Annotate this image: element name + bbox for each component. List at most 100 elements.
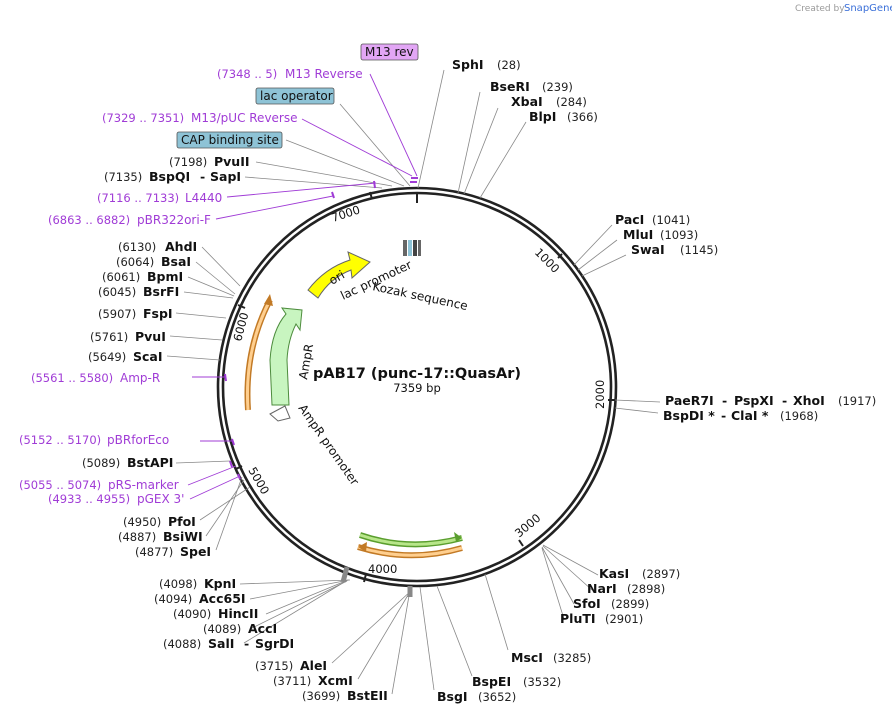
- feature-lac-promoter[interactable]: [403, 240, 407, 256]
- primer-pbrforeco[interactable]: pBRforEco: [107, 433, 169, 447]
- enzyme-pos-pvuii: (7198): [169, 155, 207, 169]
- enzyme-spei[interactable]: SpeI: [180, 544, 211, 559]
- feature-lac-operator-mark[interactable]: [408, 240, 412, 256]
- enzyme-sali[interactable]: SalI: [208, 636, 234, 651]
- enzyme-pos-msci: (3285): [553, 651, 591, 665]
- enzyme-bsgi[interactable]: BsgI: [437, 689, 468, 704]
- tick-label-2000: 2000: [593, 380, 607, 409]
- enzyme-bstapi[interactable]: BstAPI: [127, 455, 173, 470]
- primer-l4440[interactable]: L4440: [185, 191, 222, 205]
- primer-range-pgex3: (4933 .. 4955): [48, 492, 130, 506]
- enzyme-bsteii[interactable]: BstEII: [347, 688, 388, 703]
- enzyme-xhoi[interactable]: XhoI: [793, 393, 825, 408]
- enzyme-kasi[interactable]: KasI: [599, 566, 629, 581]
- box-m13-rev[interactable]: M13 rev: [360, 43, 419, 61]
- enzyme-pvui[interactable]: PvuI: [135, 329, 166, 344]
- enzyme-acc65i[interactable]: Acc65I: [199, 591, 246, 606]
- enzyme-pluti[interactable]: PluTI: [560, 611, 596, 626]
- enzyme-bseri[interactable]: BseRI: [490, 79, 530, 94]
- enzyme-sep-bspqi: -: [200, 169, 205, 184]
- primer-m13-puc-reverse[interactable]: M13/pUC Reverse: [191, 111, 298, 125]
- enzyme-scai[interactable]: ScaI: [133, 349, 163, 364]
- enzyme-blpi[interactable]: BlpI: [529, 109, 556, 124]
- enzyme-pos-paci: (1041): [652, 213, 690, 227]
- enzyme-paer7i[interactable]: PaeR7I: [665, 393, 714, 408]
- enzyme-acci[interactable]: AccI: [248, 621, 277, 636]
- enzyme-bspqi[interactable]: BspQI: [149, 169, 190, 184]
- enzyme-swai[interactable]: SwaI: [631, 242, 665, 257]
- tick-label-6000: 6000: [230, 311, 251, 343]
- tick-label-4000: 4000: [368, 562, 397, 576]
- feature-label-ampr: AmpR: [296, 343, 316, 381]
- enzyme-pos-clai: (1968): [780, 409, 818, 423]
- tick-marks: [235, 191, 616, 583]
- enzyme-pos-bsiwi: (4887): [118, 530, 156, 544]
- primer-m13-reverse[interactable]: M13 Reverse: [285, 67, 363, 81]
- enzyme-bsrfi[interactable]: BsrFI: [143, 284, 179, 299]
- feature-ampr[interactable]: [269, 307, 303, 406]
- feature-arrow-head-green: [454, 532, 462, 542]
- enzyme-sep-bspdi: -: [721, 408, 726, 423]
- enzyme-msci[interactable]: MscI: [511, 650, 543, 665]
- enzyme-pos-kpni: (4098): [159, 577, 197, 591]
- enzyme-pos-bpmi: (6061): [102, 270, 140, 284]
- primer-pgex3[interactable]: pGEX 3': [137, 492, 184, 506]
- enzyme-pfoi[interactable]: PfoI: [168, 514, 196, 529]
- enzyme-paci[interactable]: PacI: [615, 212, 644, 227]
- feature-ori[interactable]: [307, 251, 371, 299]
- enzyme-kpni[interactable]: KpnI: [204, 576, 236, 591]
- enzyme-nari[interactable]: NarI: [587, 581, 617, 596]
- watermark-brand: SnapGene: [844, 3, 892, 14]
- enzyme-pos-bspei: (3532): [523, 675, 561, 689]
- enzyme-leader-lines: [166, 69, 661, 695]
- primer-prs-marker[interactable]: pRS-marker: [108, 478, 179, 492]
- enzyme-sfoi[interactable]: SfoI: [573, 596, 601, 611]
- feature-arc-orange-left-inner: [246, 299, 272, 411]
- enzyme-pvuii[interactable]: PvuII: [214, 154, 250, 169]
- box-lac-operator[interactable]: lac operator: [255, 87, 335, 105]
- feature-kozak[interactable]: [413, 240, 417, 256]
- enzyme-pos-xbai: (284): [556, 95, 587, 109]
- enzyme-pos-blpi: (366): [567, 110, 598, 124]
- box-cap-binding-site[interactable]: CAP binding site: [176, 131, 283, 149]
- enzyme-sapi[interactable]: SapI: [210, 169, 241, 184]
- feature-arc-orange-bottom-inner: [357, 545, 463, 557]
- enzyme-xcmi[interactable]: XcmI: [318, 673, 353, 688]
- feature-label-ori: ori: [327, 268, 348, 288]
- enzyme-clai[interactable]: ClaI *: [731, 408, 769, 423]
- enzyme-pos-spei: (4877): [135, 545, 173, 559]
- enzyme-sep-pspxi: -: [782, 393, 787, 408]
- enzyme-hincii[interactable]: HincII: [218, 606, 258, 621]
- enzyme-pos-bseri: (239): [542, 80, 573, 94]
- enzyme-sgrdi[interactable]: SgrDI: [255, 636, 294, 651]
- tick-label-3000: 3000: [512, 511, 543, 541]
- enzyme-pos-alei: (3715): [255, 659, 293, 673]
- enzyme-ahdi[interactable]: AhdI: [165, 239, 197, 254]
- enzyme-mlui[interactable]: MluI: [623, 227, 653, 242]
- feature-cds-start[interactable]: [418, 240, 421, 256]
- primer-amp-r[interactable]: Amp-R: [120, 371, 160, 385]
- primer-pbr322ori-f[interactable]: pBR322ori-F: [137, 213, 211, 227]
- enzyme-bpmi[interactable]: BpmI: [147, 269, 183, 284]
- enzyme-pos-bspqi: (7135): [104, 170, 142, 184]
- enzyme-pos-sfoi: (2899): [611, 597, 649, 611]
- enzyme-xbai[interactable]: XbaI: [511, 94, 543, 109]
- enzyme-sep-paer7i: -: [722, 393, 727, 408]
- enzyme-bsai[interactable]: BsaI: [161, 254, 191, 269]
- enzyme-pos-xhoi: (1917): [838, 394, 876, 408]
- enzyme-fspi[interactable]: FspI: [143, 306, 173, 321]
- enzyme-pos-pluti: (2901): [605, 612, 643, 626]
- enzyme-pspxi[interactable]: PspXI: [734, 393, 774, 408]
- enzyme-bspei[interactable]: BspEI: [472, 674, 511, 689]
- enzyme-bsiwi[interactable]: BsiWI: [163, 529, 203, 544]
- primer-range-pbrforeco: (5152 .. 5170): [19, 433, 101, 447]
- enzyme-pos-fspi: (5907): [98, 307, 136, 321]
- enzyme-bspdi[interactable]: BspDI *: [663, 408, 715, 423]
- enzyme-sphi[interactable]: SphI: [452, 57, 484, 72]
- box-label-m13-rev: M13 rev: [365, 45, 414, 59]
- feature-ampr-promoter[interactable]: [269, 405, 291, 422]
- enzyme-alei[interactable]: AleI: [300, 658, 327, 673]
- enzyme-pos-ahdi: (6130): [118, 240, 156, 254]
- primer-range-m13-puc-reverse: (7329 .. 7351): [102, 111, 184, 125]
